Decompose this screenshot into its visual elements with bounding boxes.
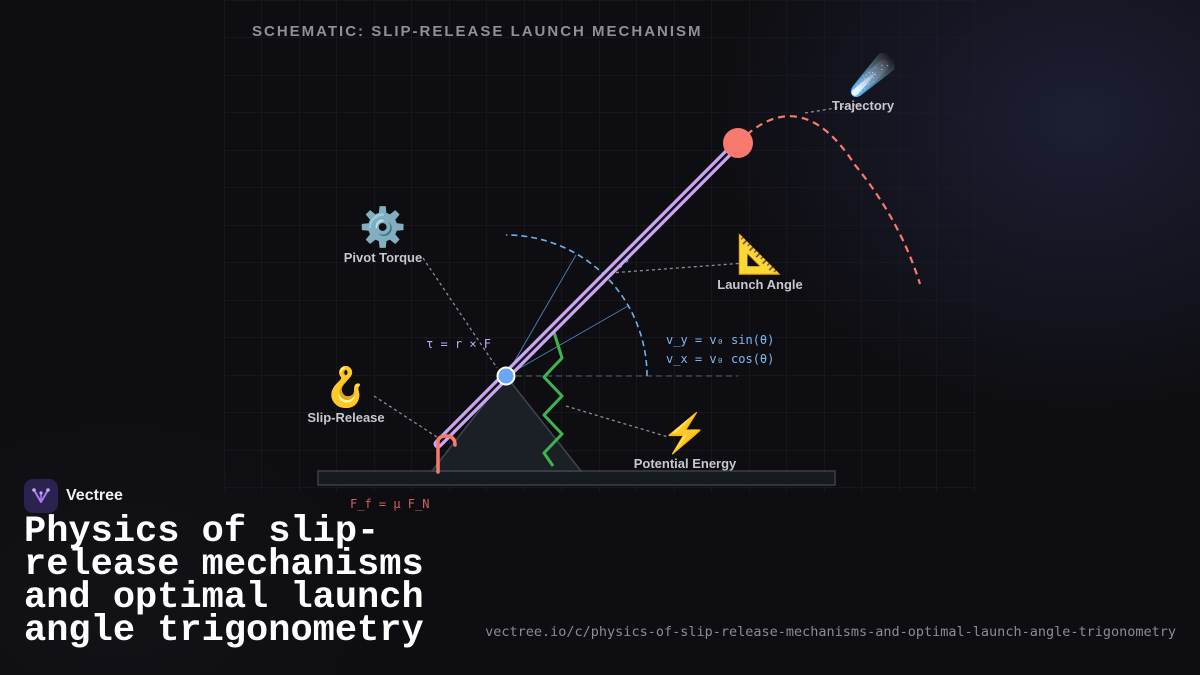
callout-pivot-torque: ⚙️ Pivot Torque <box>333 206 433 265</box>
vectree-logo-icon <box>24 479 58 513</box>
callout-launch-angle: 📐 Launch Angle <box>710 233 810 292</box>
pivot-point <box>496 366 516 386</box>
angle-guide-line-1 <box>505 254 577 377</box>
hook-icon: 🪝 <box>322 367 370 409</box>
fulcrum-triangle <box>430 374 583 472</box>
callout-label: Launch Angle <box>717 277 803 292</box>
gear-icon: ⚙️ <box>359 207 407 249</box>
velocity-x-equation: v_x = v₀ cos(θ) <box>666 352 775 366</box>
callout-slip-release: 🪝 Slip-Release <box>296 366 396 425</box>
projectile <box>723 128 753 158</box>
spring <box>542 328 564 467</box>
trajectory-path <box>737 115 922 285</box>
leader-line-launch-angle <box>609 262 746 274</box>
triangular-ruler-icon: 📐 <box>736 234 784 276</box>
callout-label: Slip-Release <box>307 410 385 425</box>
comet-icon: ☄️ <box>849 55 897 97</box>
callout-label: Potential Energy <box>633 456 737 471</box>
callout-trajectory: ☄️ Trajectory <box>820 54 906 113</box>
callout-label: Trajectory <box>831 98 895 113</box>
headline: Physics of slip-release mechanisms and o… <box>24 511 424 652</box>
brand-name: Vectree <box>66 487 123 504</box>
leader-line-pivot-torque <box>422 257 498 369</box>
base-plate <box>317 470 836 486</box>
leader-line-slip-release <box>373 395 441 440</box>
lightning-icon: ⚡ <box>661 413 709 455</box>
release-hook <box>436 434 457 474</box>
brand: Vectree <box>24 479 123 513</box>
page-url[interactable]: vectree.io/c/physics-of-slip-release-mec… <box>485 624 1176 640</box>
angle-guide-line-2 <box>505 305 629 377</box>
callout-potential-energy: ⚡ Potential Energy <box>628 412 742 471</box>
callout-label: Pivot Torque <box>343 250 423 265</box>
grid-background <box>224 0 976 492</box>
torque-equation: τ = r × F <box>426 337 492 351</box>
schematic-title: SCHEMATIC: SLIP-RELEASE LAUNCH MECHANISM <box>252 23 703 40</box>
launch-arm-inner <box>436 141 740 446</box>
velocity-y-equation: v_y = v₀ sin(θ) <box>666 333 775 347</box>
friction-equation: F_f = μ F_N <box>350 497 430 511</box>
